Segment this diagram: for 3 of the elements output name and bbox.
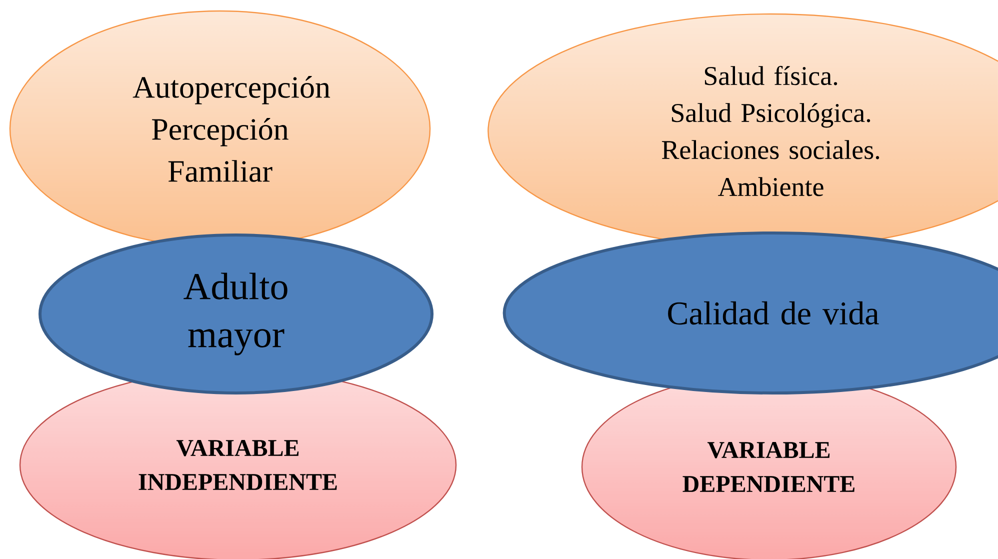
oval: Adulto mayor (38, 234, 434, 394)
oval: Calidad de vida (502, 232, 998, 394)
oval: Autopercepción Percepción Familiar (9, 10, 431, 248)
